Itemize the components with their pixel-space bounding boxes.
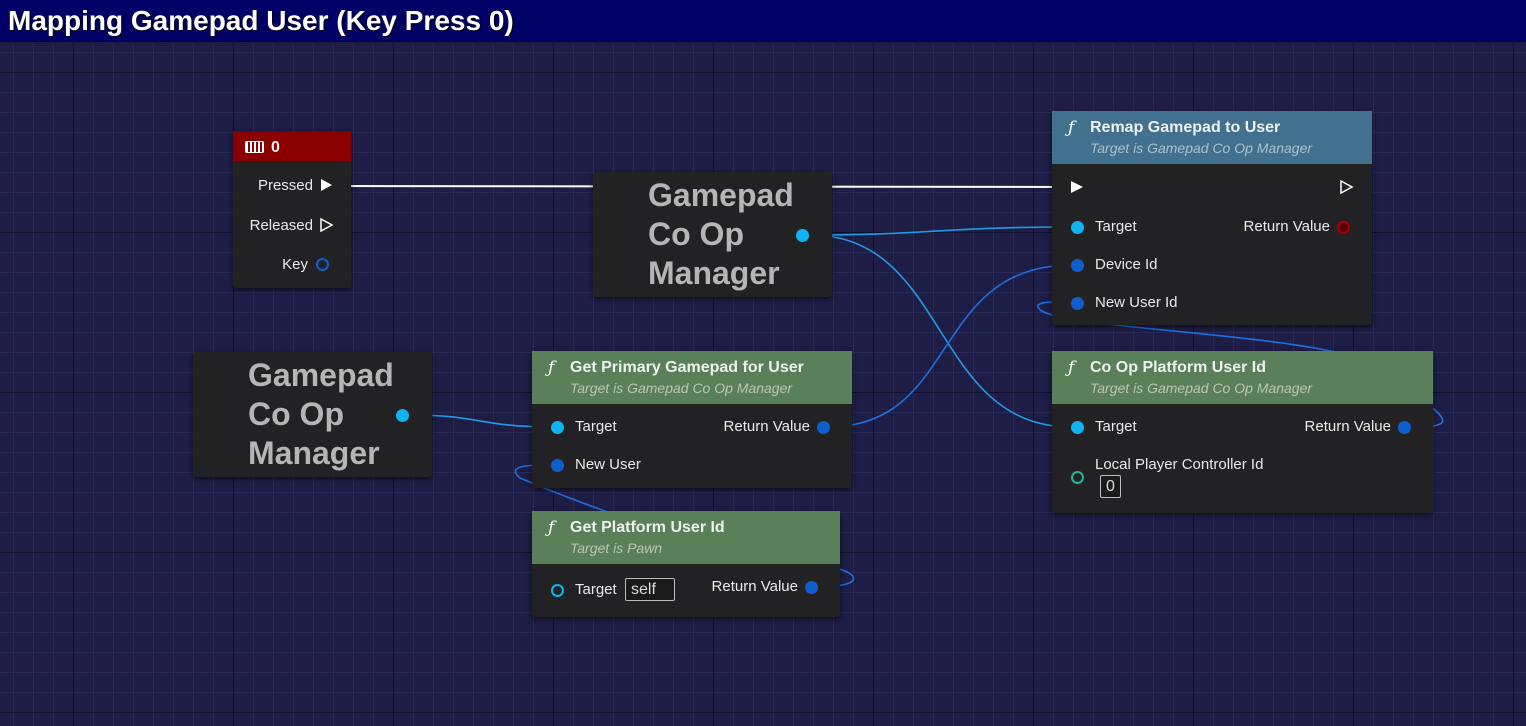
window-title: Mapping Gamepad User (Key Press 0) — [0, 0, 1526, 42]
new-user-pin[interactable] — [551, 459, 564, 472]
return-value-pin[interactable] — [1337, 221, 1350, 234]
function-icon: ƒ — [548, 518, 555, 538]
local-player-controller-id-input[interactable]: 0 — [1100, 475, 1121, 498]
return-value-label: Return Value — [1243, 218, 1330, 235]
device-id-pin[interactable] — [1071, 259, 1084, 272]
target-self-input[interactable]: self — [625, 578, 675, 601]
variable-name-line3: Manager — [648, 255, 780, 291]
node-subtitle: Target is Gamepad Co Op Manager — [1090, 380, 1313, 396]
variable-name-line2: Co Op — [248, 396, 344, 432]
target-label: Target — [1095, 418, 1137, 435]
return-value-pin[interactable] — [1398, 421, 1411, 434]
variable-output-pin[interactable] — [396, 409, 409, 422]
target-pin[interactable] — [1071, 221, 1084, 234]
return-value-pin[interactable] — [805, 581, 818, 594]
local-player-controller-id-pin[interactable] — [1071, 471, 1084, 484]
return-value-label: Return Value — [723, 418, 810, 435]
node-subtitle: Target is Gamepad Co Op Manager — [570, 380, 793, 396]
variable-name-line1: Gamepad — [648, 177, 794, 213]
variable-output-pin[interactable] — [796, 229, 809, 242]
target-pin[interactable] — [551, 584, 564, 597]
new-user-id-label: New User Id — [1095, 294, 1178, 311]
key-label: 0 — [271, 139, 280, 156]
node-subtitle: Target is Gamepad Co Op Manager — [1090, 140, 1313, 156]
wire-getprimary-return-to-deviceid — [827, 264, 1073, 428]
pressed-label: Pressed — [257, 177, 313, 194]
return-value-pin[interactable] — [817, 421, 830, 434]
target-pin[interactable] — [551, 421, 564, 434]
variable-name-line3: Manager — [248, 435, 380, 471]
get-primary-gamepad-node[interactable]: ƒ Get Primary Gamepad for User Target is… — [532, 351, 852, 488]
released-exec-pin[interactable] — [320, 218, 334, 232]
key-pin[interactable] — [316, 258, 329, 271]
return-value-label: Return Value — [1304, 418, 1391, 435]
device-id-label: Device Id — [1095, 256, 1158, 273]
pressed-exec-pin[interactable] — [321, 179, 332, 191]
get-platform-user-id-node[interactable]: ƒ Get Platform User Id Target is Pawn Ta… — [532, 511, 840, 617]
released-label: Released — [249, 217, 313, 234]
node-title: Get Platform User Id — [570, 519, 725, 536]
function-icon: ƒ — [1068, 118, 1075, 138]
target-label: Target — [1095, 218, 1137, 235]
return-value-label: Return Value — [711, 578, 798, 595]
node-title: Get Primary Gamepad for User — [570, 359, 804, 376]
local-player-controller-id-label: Local Player Controller Id — [1095, 456, 1264, 473]
node-title: Co Op Platform User Id — [1090, 359, 1267, 376]
new-user-id-pin[interactable] — [1071, 297, 1084, 310]
exec-input-pin[interactable] — [1071, 181, 1083, 193]
exec-output-pin[interactable] — [1340, 180, 1354, 194]
function-icon: ƒ — [1068, 358, 1075, 378]
node-title: Remap Gamepad to User — [1090, 119, 1281, 136]
variable-name-line1: Gamepad — [248, 357, 394, 393]
gamepad-coop-manager-variable-top[interactable]: Gamepad Co Op Manager — [593, 172, 832, 297]
variable-name-line2: Co Op — [648, 216, 744, 252]
keyboard-icon — [245, 141, 264, 153]
wire-manager-to-remap-target — [809, 226, 1073, 236]
remap-gamepad-node[interactable]: ƒ Remap Gamepad to User Target is Gamepa… — [1052, 111, 1372, 325]
key-pin-label: Key — [282, 256, 308, 273]
function-icon: ƒ — [548, 358, 555, 378]
gamepad-coop-manager-variable-left[interactable]: Gamepad Co Op Manager — [193, 352, 432, 477]
coop-platform-user-id-node[interactable]: ƒ Co Op Platform User Id Target is Gamep… — [1052, 351, 1433, 513]
key-event-node[interactable]: 0 Pressed Released Key — [233, 131, 351, 288]
target-pin[interactable] — [1071, 421, 1084, 434]
node-subtitle: Target is Pawn — [570, 540, 663, 556]
target-label: Target — [575, 581, 617, 598]
target-label: Target — [575, 418, 617, 435]
new-user-label: New User — [575, 456, 641, 473]
